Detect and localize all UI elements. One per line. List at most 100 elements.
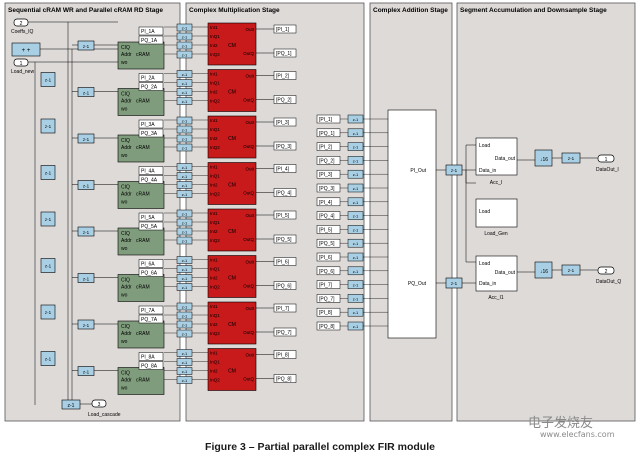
- cm-out-tag-label: [PI_2]: [276, 74, 290, 80]
- cm-label: CM: [228, 136, 236, 142]
- cm-in-delay: z-1: [176, 143, 193, 152]
- cm-in-port: InI2: [210, 369, 218, 374]
- cm-in-port: InQ1: [210, 127, 220, 132]
- cram-port-addr: Addr: [121, 99, 132, 105]
- cram-mid: cRAM: [136, 238, 150, 244]
- cm-in-port: InI1: [210, 165, 218, 170]
- cm-in-port: InQ1: [210, 313, 220, 318]
- cm-in-delay-label: z-1: [182, 137, 188, 142]
- cram-out-tag: PI_8A: [138, 352, 164, 361]
- cm-in-delay-label: z-1: [182, 174, 188, 179]
- cm-out-tag-label: [PQ_6]: [276, 284, 292, 290]
- cm-in-port: InI1: [210, 211, 218, 216]
- cm-out-tag: [PQ_6]: [273, 281, 297, 290]
- cm-in-port: InQ2: [210, 52, 220, 57]
- cram-out-label: PQ_1A: [141, 38, 158, 44]
- chain-delay-label: z-1: [45, 357, 52, 362]
- cm-in-delay-label: z-1: [182, 53, 188, 58]
- cram-port-addr: Addr: [121, 331, 132, 337]
- cm-in-port: InI1: [210, 351, 218, 356]
- cm-in-delay: z-1: [176, 302, 193, 311]
- cram-port-ciq: CIQ: [121, 45, 130, 51]
- cm-out-tag: [PQ_5]: [273, 234, 297, 244]
- input-load-new: 1 Load_new: [11, 58, 34, 75]
- cram-mid: cRAM: [136, 99, 150, 105]
- adder-input-delay: z-1: [353, 310, 359, 315]
- cm-label: CM: [228, 276, 236, 282]
- adder-input-delay: z-1: [353, 214, 359, 219]
- cram-out-label: PI_1A: [141, 29, 155, 35]
- cram-port-ciq: CIQ: [121, 371, 130, 377]
- cram-port-addr: Addr: [121, 52, 132, 58]
- out-delay-q-label: z-1: [568, 268, 575, 273]
- addr-delay: z-1: [77, 40, 95, 51]
- cm-in-port: InQ1: [210, 81, 220, 86]
- cm-in-delay-label: z-1: [182, 81, 188, 86]
- cm-out-port: OutQ: [243, 144, 254, 149]
- cram-out-label: PQ_8A: [141, 364, 158, 370]
- acc-block-i1: Load Data_out Data_in Acc_I1: [475, 255, 518, 301]
- cm-in-delay: z-1: [176, 88, 193, 96]
- chain-delay-label: z-1: [45, 171, 52, 176]
- cm-out-tag: [PI_2]: [273, 71, 297, 80]
- cm-in-delay: z-1: [176, 320, 193, 329]
- cram-port-ciq: CIQ: [121, 324, 130, 330]
- cm-in-port: InQ2: [210, 378, 220, 383]
- cm-in-delay-label: z-1: [182, 146, 188, 151]
- cm-out-tag: [PI_5]: [273, 210, 297, 220]
- cram-port-ciq: CIQ: [121, 138, 130, 144]
- cm-out-tag-label: [PQ_8]: [276, 377, 292, 383]
- cram-mid: cRAM: [136, 145, 150, 151]
- cram-out-tag: PI_3A: [138, 119, 164, 129]
- watermark-url: www.elecfans.com: [540, 430, 615, 439]
- input-coeffs: 2 Coeffs_IQ: [11, 18, 34, 35]
- acc-delay-1: z-1: [451, 168, 458, 173]
- out-delay-i-label: z-1: [568, 156, 575, 161]
- cm-out-tag: [PQ_3]: [273, 141, 297, 151]
- acc-i-name: Acc_I: [490, 180, 503, 186]
- adder-group: [PI_1]z-1PI_1[PQ_1]z-1PQ_1[PI_2]z-1PI_2[…: [316, 114, 404, 331]
- cm-in-delay: z-1: [176, 311, 193, 320]
- adder-input-delay: z-1: [353, 296, 359, 301]
- cm-in-delay-label: z-1: [182, 26, 188, 31]
- cm-out-tag: [PQ_2]: [273, 95, 297, 104]
- cascade-label: Load_cascade: [88, 412, 121, 418]
- acc-delays: z-1 z-1: [445, 164, 463, 289]
- cm-out-tag-label: [PQ_7]: [276, 330, 292, 336]
- cm-in-delay-label: z-1: [182, 258, 188, 263]
- cm-in-delay-label: z-1: [182, 305, 188, 310]
- adder-input-delay: z-1: [353, 255, 359, 260]
- chain-delay: z-1: [40, 211, 56, 227]
- cm-in-delay-label: z-1: [182, 128, 188, 133]
- cm-out-tag-label: [PQ_4]: [276, 191, 292, 197]
- input-coeffs-num: 2: [20, 21, 23, 27]
- cram-port-ciq: CIQ: [121, 231, 130, 237]
- chain-delay: z-1: [40, 258, 56, 273]
- downsample-i: ↓16: [534, 149, 553, 167]
- cm-in-delay: z-1: [176, 190, 193, 198]
- cm-out-tag: [PI_4]: [273, 164, 297, 173]
- adder-input-tag: [PI_8]: [319, 310, 333, 316]
- load-gen-in1: Load: [479, 209, 490, 215]
- cm-in-delay: z-1: [176, 265, 193, 273]
- cm-out-tag-label: [PQ_1]: [276, 51, 292, 57]
- cm-in-delay: z-1: [176, 376, 193, 384]
- cram-out-tag: PI_6A: [138, 259, 164, 268]
- cram-out-label: PI_2A: [141, 76, 155, 82]
- cm-out-tag-label: [PI_1]: [276, 27, 290, 33]
- cram-out-label: PQ_2A: [141, 85, 158, 91]
- cm-out-tag: [PQ_4]: [273, 188, 297, 197]
- cm-out-tag-label: [PI_3]: [276, 120, 290, 126]
- cm-in-delay: z-1: [176, 32, 193, 41]
